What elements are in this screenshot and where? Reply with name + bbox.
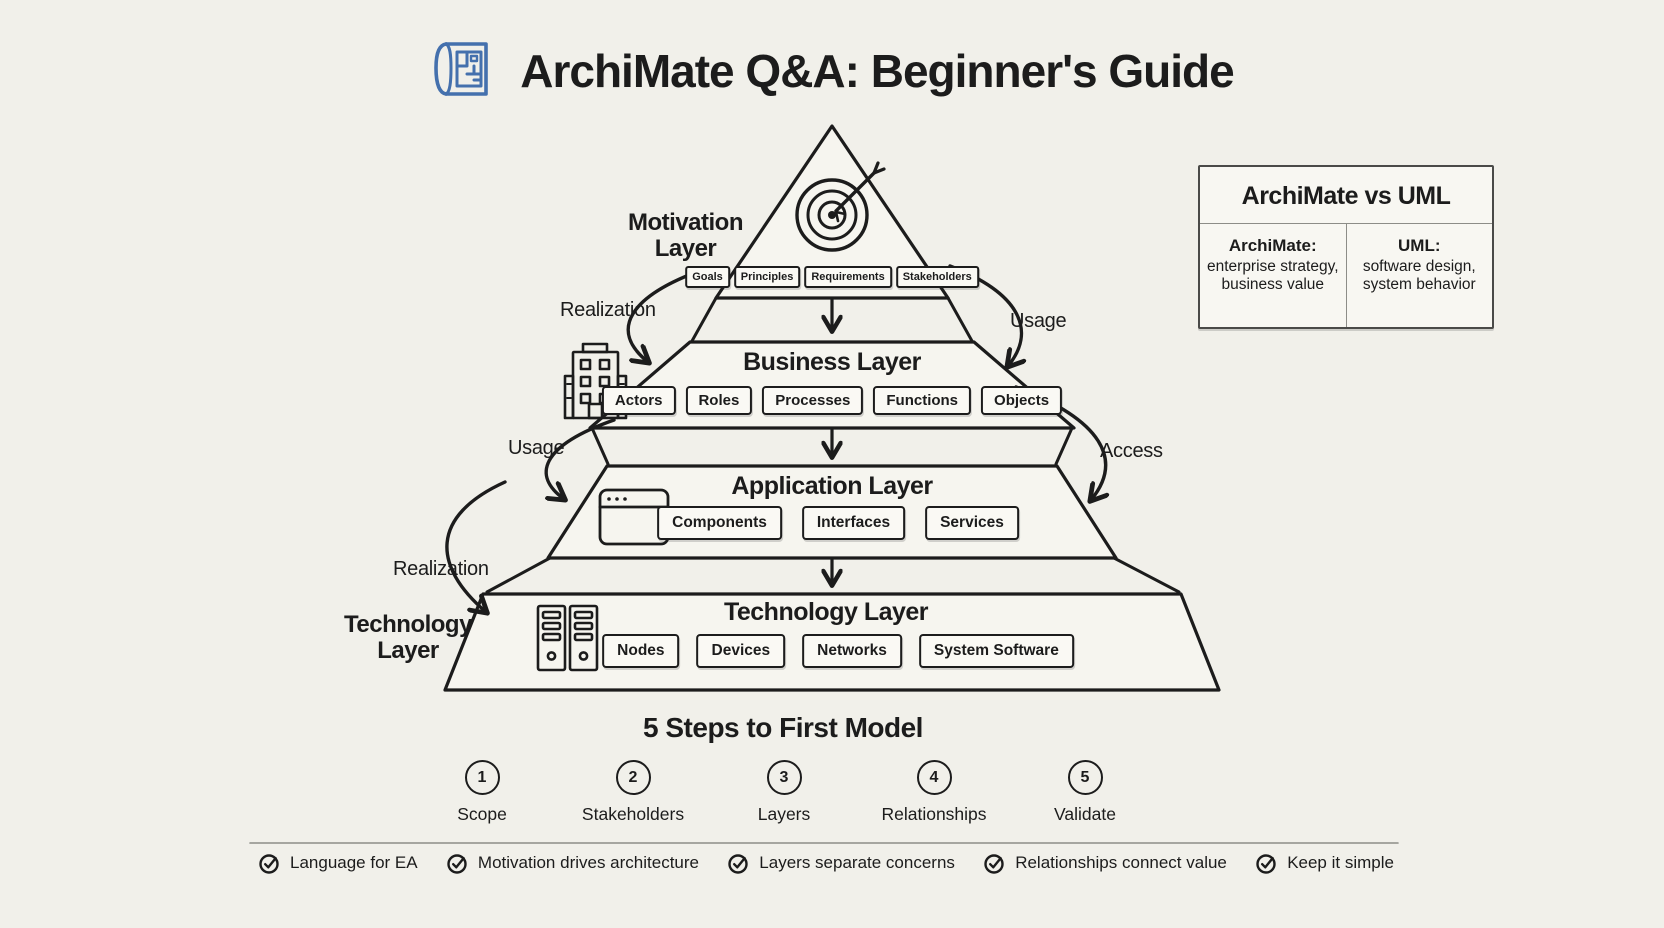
- comparison-uml-line1: software design,: [1362, 258, 1476, 276]
- step-3-number: 3: [766, 760, 802, 795]
- business-item-roles: Roles: [685, 386, 753, 415]
- relation-label-realization-bottom: Realization: [393, 558, 489, 580]
- step-5-label: Validate: [1054, 804, 1116, 824]
- comparison-archimate-line2: business value: [1221, 276, 1325, 294]
- layer-connectors: [485, 296, 1181, 594]
- realization-bottom-arrow: [445, 480, 507, 612]
- comparison-uml-name: UML:: [1398, 236, 1441, 255]
- technology-item-system-software: System Software: [918, 634, 1074, 668]
- step-1-label: Scope: [457, 804, 507, 824]
- footer-item-4-label: Relationships connect value: [1015, 853, 1227, 872]
- step-5-number: 5: [1067, 760, 1103, 795]
- technology-item-devices: Devices: [696, 634, 786, 668]
- step-2-number: 2: [615, 760, 651, 795]
- realization-top-arrow: [626, 268, 704, 362]
- comparison-box: ArchiMate vs UML ArchiMate: enterprise s…: [1198, 165, 1494, 329]
- motivation-item-stakeholders: Stakeholders: [895, 266, 979, 288]
- footer-item-5-label: Keep it simple: [1287, 853, 1394, 872]
- step-2-label: Stakeholders: [581, 804, 685, 824]
- business-item-functions: Functions: [873, 386, 972, 415]
- application-items-row: Components Interfaces Services: [657, 506, 1019, 540]
- motivation-items-row: Goals Principles Requirements Stakeholde…: [685, 266, 979, 288]
- footer-item-1-label: Language for EA: [290, 853, 418, 872]
- motivation-item-goals: Goals: [685, 266, 730, 288]
- comparison-title: ArchiMate vs UML: [1241, 182, 1451, 210]
- comparison-archimate-column: ArchiMate: enterprise strategy, business…: [1200, 224, 1346, 327]
- footer-checklist: Language for EA Motivation drives archit…: [258, 851, 1394, 875]
- step-5: 5 Validate: [1005, 760, 1165, 825]
- header: ArchiMate Q&A: Beginner's Guide: [0, 36, 1664, 106]
- step-3: 3 Layers: [704, 760, 864, 825]
- technology-items-row: Nodes Devices Networks System Software: [602, 634, 1074, 668]
- technology-item-nodes: Nodes: [602, 634, 680, 668]
- step-2: 2 Stakeholders: [553, 760, 713, 825]
- application-item-interfaces: Interfaces: [801, 506, 906, 540]
- footer-item-2: Motivation drives architecture: [446, 851, 699, 875]
- business-item-processes: Processes: [762, 386, 864, 415]
- step-1: 1 Scope: [402, 760, 562, 825]
- footer-item-4: Relationships connect value: [983, 851, 1227, 875]
- blueprint-icon: [434, 42, 489, 96]
- business-item-objects: Objects: [981, 386, 1063, 415]
- target-icon: [795, 161, 886, 252]
- footer-item-2-label: Motivation drives architecture: [477, 853, 699, 872]
- usage-mid-arrow: [544, 418, 616, 499]
- check-circle-icon: [728, 854, 748, 874]
- check-circle-icon: [259, 854, 279, 874]
- step-4-number: 4: [916, 760, 952, 795]
- application-item-components: Components: [657, 506, 782, 540]
- motivation-item-principles: Principles: [733, 266, 801, 288]
- relation-label-usage-top: Usage: [1010, 310, 1067, 332]
- footer-item-3-label: Layers separate concerns: [759, 853, 955, 872]
- step-4: 4 Relationships: [854, 760, 1014, 825]
- business-layer-title: Business Layer: [743, 348, 921, 376]
- application-item-services: Services: [925, 506, 1019, 540]
- relation-label-usage-mid: Usage: [508, 437, 565, 459]
- footer-item-5: Keep it simple: [1255, 851, 1394, 875]
- server-rack-icon: [536, 604, 599, 672]
- step-3-label: Layers: [757, 804, 811, 824]
- technology-layer-title: Technology Layer: [723, 598, 929, 626]
- motivation-item-requirements: Requirements: [804, 266, 892, 288]
- check-circle-icon: [447, 854, 467, 874]
- steps-section-title: 5 Steps to First Model: [643, 712, 923, 743]
- check-circle-icon: [984, 854, 1004, 874]
- comparison-archimate-name: ArchiMate:: [1228, 236, 1317, 255]
- check-circle-icon: [1256, 854, 1276, 874]
- comparison-archimate-line1: enterprise strategy,: [1206, 258, 1339, 276]
- motivation-layer-outside-label: Motivation Layer: [628, 209, 744, 263]
- application-layer-title: Application Layer: [731, 472, 933, 500]
- footer-item-1: Language for EA: [258, 851, 418, 875]
- relation-label-realization-top: Realization: [560, 299, 656, 321]
- step-1-number: 1: [464, 760, 500, 795]
- technology-item-networks: Networks: [802, 634, 902, 668]
- relation-label-access: Access: [1100, 440, 1163, 462]
- comparison-uml-column: UML: software design, system behavior: [1345, 224, 1493, 327]
- technology-layer-outside-label: Technology Layer: [344, 611, 472, 665]
- page-title: ArchiMate Q&A: Beginner's Guide: [520, 45, 1234, 97]
- business-item-actors: Actors: [601, 386, 676, 415]
- step-4-label: Relationships: [881, 804, 987, 824]
- footer-item-3: Layers separate concerns: [727, 851, 955, 875]
- business-items-row: Actors Roles Processes Functions Objects: [601, 386, 1063, 415]
- comparison-uml-line2: system behavior: [1362, 276, 1476, 294]
